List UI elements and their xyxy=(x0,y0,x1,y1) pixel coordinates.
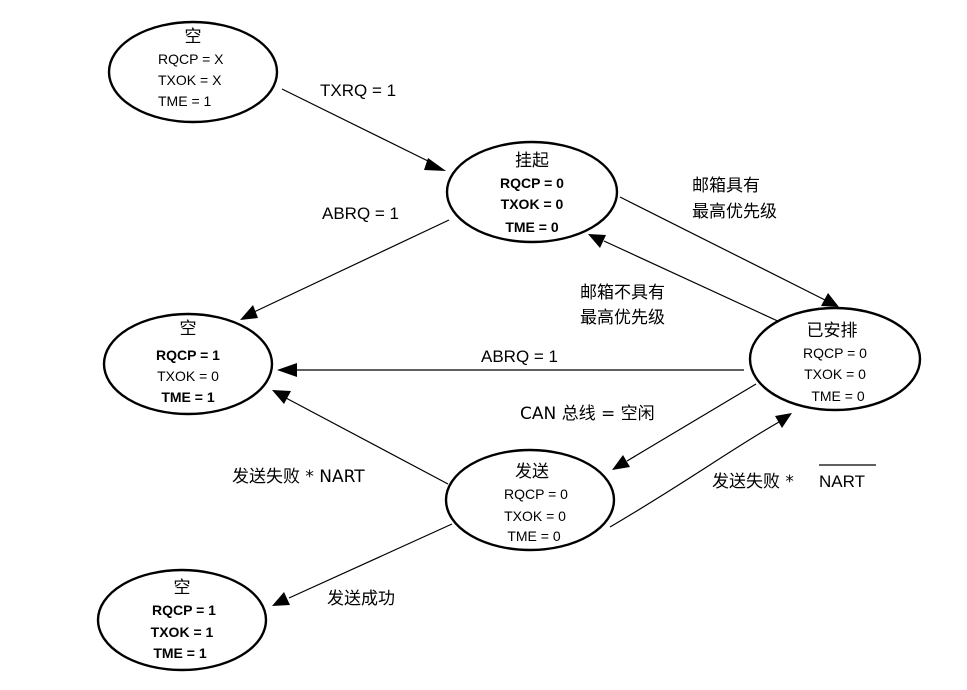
node-empty-bottom: 空 RQCP = 1 TXOK = 1 TME = 1 xyxy=(96,568,268,672)
label-highest-priority-line1: 邮箱具有 xyxy=(692,176,760,196)
state-ellipse xyxy=(107,20,279,124)
state-rqcp: RQCP = X xyxy=(158,51,224,67)
state-txok: TXOK = 0 xyxy=(504,508,566,524)
label-fail-nart: 发送失败 * NART xyxy=(232,467,365,487)
edge-fail-nart xyxy=(272,390,449,485)
arrowhead xyxy=(424,158,446,171)
edge-not-highest-priority xyxy=(588,234,783,324)
edge-can-bus-idle xyxy=(612,383,757,470)
label-success: 发送成功 xyxy=(327,589,395,609)
label-fail-not-nart-prefix: 发送失败 * xyxy=(712,472,794,492)
label-abrq-pending: ABRQ = 1 xyxy=(322,204,399,223)
node-pending: 挂起 RQCP = 0 TXOK = 0 TME = 0 xyxy=(445,140,619,244)
state-ellipse xyxy=(96,568,268,672)
state-txok: TXOK = 0 xyxy=(501,196,564,212)
state-rqcp: RQCP = 0 xyxy=(504,486,568,502)
arrowhead xyxy=(612,455,630,470)
edge-abrq-scheduled xyxy=(277,363,744,377)
edge-abrq-pending xyxy=(240,219,450,320)
node-empty-middle: 空 RQCP = 1 TXOK = 0 TME = 1 xyxy=(102,312,274,416)
label-abrq-scheduled: ABRQ = 1 xyxy=(481,347,558,366)
arrowhead xyxy=(240,305,258,320)
arrowhead xyxy=(821,293,839,307)
state-title: 空 xyxy=(180,319,197,339)
edge-txrq xyxy=(281,88,446,171)
state-rqcp: RQCP = 1 xyxy=(156,347,220,363)
state-tme: TME = 1 xyxy=(153,645,207,661)
state-title: 发送 xyxy=(515,462,549,482)
label-highest-priority-line2: 最高优先级 xyxy=(692,202,777,222)
state-rqcp: RQCP = 1 xyxy=(152,602,216,618)
edge-highest-priority xyxy=(619,196,839,307)
state-ellipse xyxy=(748,306,922,412)
label-fail-not-nart-overlined: NART xyxy=(819,472,865,491)
label-can-bus-idle: CAN 总线 = 空闲 xyxy=(520,404,655,424)
state-txok: TXOK = 0 xyxy=(157,368,219,384)
state-ellipse xyxy=(444,448,616,552)
state-title: 空 xyxy=(185,27,202,47)
label-not-highest-line1: 邮箱不具有 xyxy=(580,283,665,303)
label-txrq: TXRQ = 1 xyxy=(320,81,396,100)
state-rqcp: RQCP = 0 xyxy=(500,175,564,191)
arrowhead xyxy=(277,363,297,377)
state-ellipse xyxy=(102,312,274,416)
node-transmit: 发送 RQCP = 0 TXOK = 0 TME = 0 xyxy=(444,448,616,552)
state-tme: TME = 0 xyxy=(507,528,561,544)
arrowhead xyxy=(272,390,291,404)
edges xyxy=(240,88,839,606)
edge-fail-not-nart xyxy=(609,413,792,528)
node-scheduled: 已安排 RQCP = 0 TXOK = 0 TME = 0 xyxy=(748,306,922,412)
state-title: 已安排 xyxy=(807,321,858,341)
arrowhead xyxy=(588,234,606,248)
state-ellipse xyxy=(445,140,619,244)
state-rqcp: RQCP = 0 xyxy=(803,345,867,361)
state-tme: TME = 1 xyxy=(158,93,212,109)
label-fail-not-nart: 发送失败 * NART xyxy=(712,464,876,492)
state-tme: TME = 1 xyxy=(161,389,215,405)
state-tme: TME = 0 xyxy=(505,219,559,235)
state-title: 空 xyxy=(174,578,191,598)
state-txok: TXOK = X xyxy=(158,72,222,88)
arrowhead xyxy=(272,592,290,606)
node-empty-top: 空 RQCP = X TXOK = X TME = 1 xyxy=(107,20,279,124)
state-txok: TXOK = 1 xyxy=(151,624,214,640)
edge-labels: TXRQ = 1 ABRQ = 1 邮箱具有 最高优先级 邮箱不具有 最高优先级… xyxy=(232,81,876,609)
state-title: 挂起 xyxy=(515,151,549,171)
arrowhead xyxy=(775,413,792,428)
edge-success xyxy=(272,523,453,606)
label-not-highest-line2: 最高优先级 xyxy=(580,308,665,328)
state-txok: TXOK = 0 xyxy=(804,366,866,382)
state-tme: TME = 0 xyxy=(811,388,865,404)
